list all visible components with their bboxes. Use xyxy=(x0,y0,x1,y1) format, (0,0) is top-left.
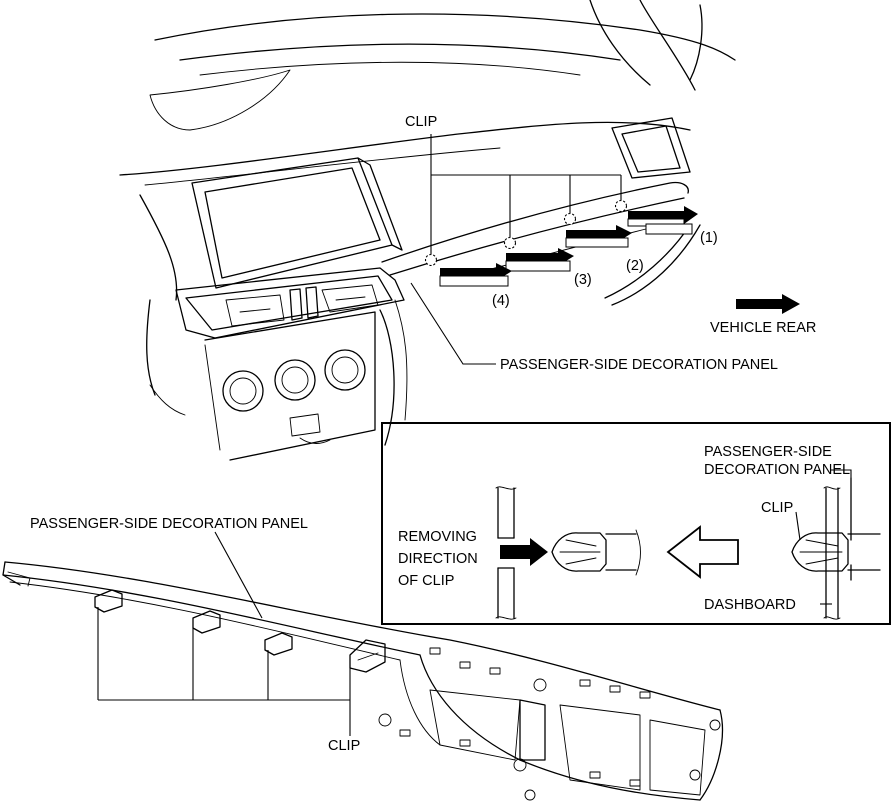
clip-detail-inset xyxy=(381,422,891,625)
clip-markers-top xyxy=(424,199,628,267)
removing-label-line1: REMOVING xyxy=(398,529,477,545)
inset-clip-label: CLIP xyxy=(761,500,793,516)
hvac-knobs xyxy=(222,349,366,412)
panel-tabs xyxy=(399,647,651,787)
clip-leader-top xyxy=(430,134,622,254)
installed-clip-view xyxy=(791,477,881,620)
clip-label-bottom: CLIP xyxy=(328,738,360,754)
step-label-2: (2) xyxy=(626,258,644,274)
panel-label-top: PASSENGER-SIDE DECORATION PANEL xyxy=(500,357,778,373)
hollow-arrow xyxy=(666,525,739,579)
removing-label-line2: DIRECTION xyxy=(398,551,478,567)
arrow-step-4 xyxy=(439,263,512,287)
arrow-step-1 xyxy=(627,206,698,235)
arrow-step-2 xyxy=(565,225,632,248)
dashboard-illustration xyxy=(119,0,736,461)
removing-label-line3: OF CLIP xyxy=(398,573,454,589)
vehicle-rear-arrow xyxy=(736,294,800,314)
step-label-1: (1) xyxy=(700,230,718,246)
clip-label-top: CLIP xyxy=(405,114,437,130)
step-label-4: (4) xyxy=(492,293,510,309)
panel-leader-bottom xyxy=(214,531,263,619)
removal-arrows xyxy=(439,206,698,287)
panel-clips xyxy=(94,589,386,673)
decoration-panel-illustration xyxy=(2,561,724,801)
removed-clip-view xyxy=(495,486,641,620)
inset-panel-label-line2: DECORATION PANEL xyxy=(704,462,850,478)
arrow-step-3 xyxy=(505,248,574,272)
removing-direction-arrow xyxy=(500,538,548,566)
vehicle-rear-label: VEHICLE REAR xyxy=(710,320,816,336)
dashboard-label: DASHBOARD xyxy=(704,597,796,613)
panel-leader-top xyxy=(410,282,496,365)
inset-panel-label-line1: PASSENGER-SIDE xyxy=(704,444,832,460)
panel-label-bottom: PASSENGER-SIDE DECORATION PANEL xyxy=(30,516,308,532)
step-label-3: (3) xyxy=(574,272,592,288)
clip-leader-bottom xyxy=(97,607,351,736)
